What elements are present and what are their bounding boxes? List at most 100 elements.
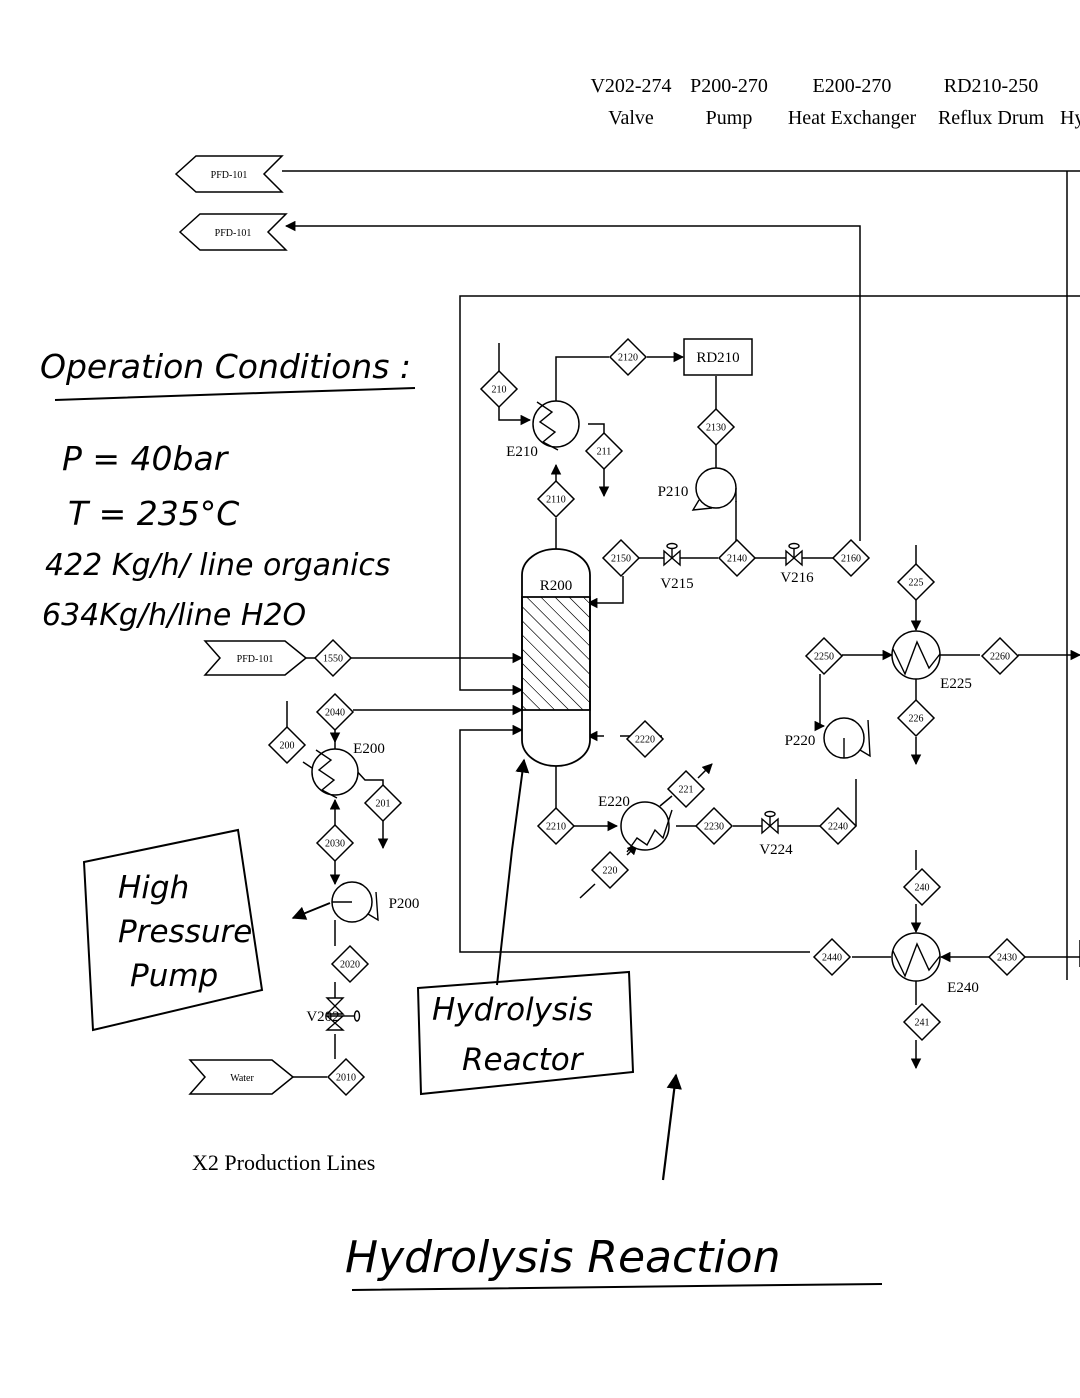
stream-number: 200 (280, 741, 295, 752)
stream-tag-2160: 2160 (831, 538, 871, 578)
stream-tag-2010: 2010 (326, 1057, 366, 1097)
stream-diamond (313, 638, 353, 678)
operation-conditions-title: Operation Conditions : (40, 347, 411, 386)
heat-exchanger-label: E225 (940, 676, 972, 692)
stream-number: 2010 (336, 1073, 356, 1084)
stream-number: 2040 (325, 708, 345, 719)
stream-tag-210: 210 (479, 369, 519, 409)
stream-diamond (315, 692, 355, 732)
stream-tag-2440: 2440 (812, 937, 852, 977)
stream-number: 2240 (828, 822, 848, 833)
valve-v224: V224 (759, 810, 793, 858)
pump-note-box (82, 828, 264, 1032)
stream-tag-2140: 2140 (717, 538, 757, 578)
organics-rate-note: 422 Kg/h/ line organics (45, 548, 391, 583)
stream-tag-1550: 1550 (313, 638, 353, 678)
pump-note-line-2: Pressure (118, 914, 252, 950)
stream-tag-2220: 2220 (625, 719, 665, 759)
stream-number: 210 (492, 385, 507, 396)
stream-diamond (536, 479, 576, 519)
stream-tag-2020: 2020 (330, 944, 370, 984)
stream-tag-2430: 2430 (987, 937, 1027, 977)
stream-diamond (896, 698, 936, 738)
reactor-note-arrow (496, 758, 530, 986)
valve-label: V224 (759, 842, 793, 858)
stream-tag-226: 226 (896, 698, 936, 738)
stream-diamond (326, 1057, 366, 1097)
reactor-note-box (416, 970, 635, 1096)
stream-diamond (590, 850, 630, 890)
valve-v202: V202 (306, 997, 361, 1031)
page-title-underline (351, 1283, 883, 1291)
offpage-connector-feed: PFD-101 (203, 640, 308, 676)
stream-tag-2040: 2040 (315, 692, 355, 732)
offpage-label: PFD-101 (211, 170, 248, 181)
stream-diamond (363, 783, 403, 823)
stream-tag-2260: 2260 (980, 636, 1020, 676)
stream-tag-225: 225 (896, 562, 936, 602)
stream-tag-2120: 2120 (608, 337, 648, 377)
stream-diamond (601, 538, 641, 578)
pressure-note: P = 40bar (62, 439, 230, 478)
stream-tag-240: 240 (902, 867, 942, 907)
reactor-label: R200 (540, 578, 573, 594)
legend-name-reflux-drum: Reflux Drum (938, 107, 1045, 129)
heat-exchanger-e220: E220 (598, 794, 673, 853)
stream-tag-2130: 2130 (696, 407, 736, 447)
stream-tag-2110: 2110 (536, 479, 576, 519)
stream-number: 240 (915, 883, 930, 894)
heat-exchanger-label: E210 (506, 444, 538, 460)
heat-exchanger-e200: E200 (311, 741, 385, 799)
stream-tag-2230: 2230 (694, 806, 734, 846)
stream-tag-220: 220 (590, 850, 630, 890)
heat-exchanger-label: E240 (947, 980, 979, 996)
stream-diamond (980, 636, 1020, 676)
handwritten-notes: Operation Conditions : P = 40bar T = 235… (40, 347, 883, 1291)
page-title: Hydrolysis Reaction (345, 1232, 780, 1283)
stream-number: 2140 (727, 554, 747, 565)
stream-number: 2230 (704, 822, 724, 833)
production-lines-note: X2 Production Lines (192, 1150, 375, 1175)
stream-diamond (902, 867, 942, 907)
pump-p220: P220 (785, 717, 871, 759)
stream-number: 2030 (325, 839, 345, 850)
stream-number: 226 (909, 714, 924, 725)
stream-diamond (818, 806, 858, 846)
pump-label: P210 (658, 484, 689, 500)
pump-p210: P210 (658, 467, 737, 511)
stream-number: 221 (679, 785, 694, 796)
process-lines (282, 170, 1080, 1078)
stream-diamond (479, 369, 519, 409)
stream-diamond (812, 937, 852, 977)
stream-tag-2240: 2240 (818, 806, 858, 846)
stream-number: 2160 (841, 554, 861, 565)
stream-diamond (896, 562, 936, 602)
pump-label: P200 (389, 896, 420, 912)
legend-code-heat-exchanger: E200-270 (813, 75, 892, 97)
legend-name-valve: Valve (608, 107, 654, 129)
legend-name-heat-exchanger: Heat Exchanger (788, 107, 917, 129)
water-rate-note: 634Kg/h/line H2O (42, 598, 306, 633)
pump-p200: P200 (331, 881, 420, 923)
stream-diamond (608, 337, 648, 377)
valve-v216: V216 (780, 542, 814, 586)
valve-label: V202 (306, 1009, 339, 1025)
valve-v215: V215 (660, 542, 694, 592)
stream-number: 241 (915, 1018, 930, 1029)
valve-label: V216 (780, 570, 814, 586)
stream-number: 220 (603, 866, 618, 877)
valve-label: V215 (660, 576, 693, 592)
stream-diamond (584, 431, 624, 471)
pump-note-arrow (291, 902, 331, 920)
offpage-label: Water (230, 1073, 254, 1084)
stream-tag-241: 241 (902, 1002, 942, 1042)
equipment-legend: V202-274 Valve P200-270 Pump E200-270 He… (590, 75, 1080, 129)
stream-number: 2120 (618, 353, 638, 364)
offpage-connector-water: Water (188, 1059, 295, 1095)
heat-exchanger-e225: E225 (891, 630, 972, 692)
legend-name-pump: Pump (706, 107, 753, 129)
legend-name-cutoff: Hy (1060, 107, 1080, 129)
legend-code-reflux-drum: RD210-250 (944, 75, 1038, 97)
stream-diamond (804, 636, 844, 676)
